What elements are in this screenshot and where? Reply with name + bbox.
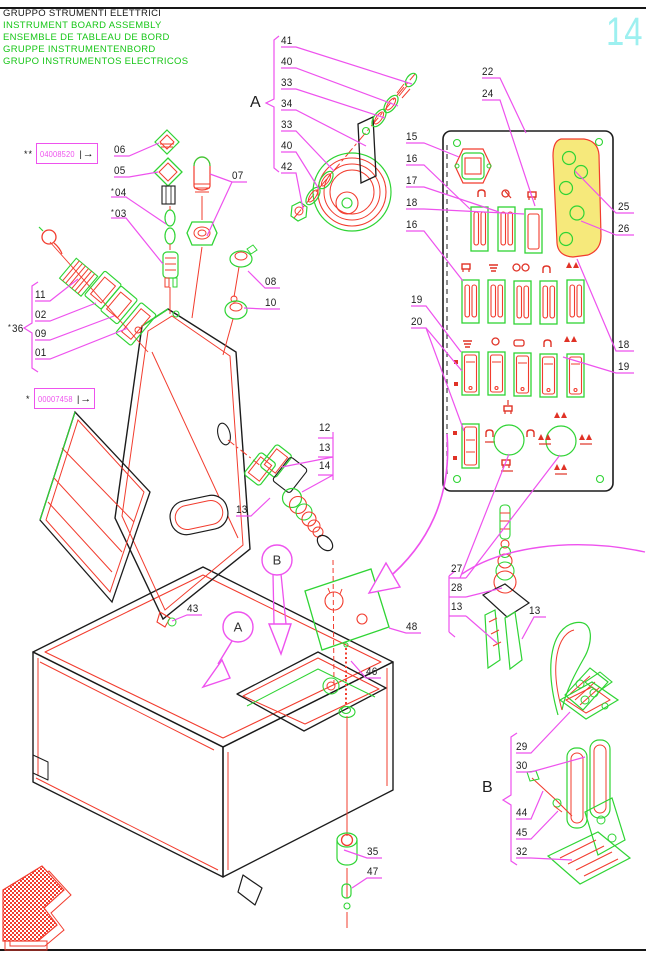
callout-28: 28 xyxy=(451,582,463,594)
callout-20: 20 xyxy=(411,316,423,328)
callout-29: 29 xyxy=(516,741,528,753)
callout-05: 05 xyxy=(114,165,126,177)
callout-leaders xyxy=(22,35,646,889)
title-es: GRUPO INSTRUMENTOS ELECTRICOS xyxy=(3,56,189,67)
callout-47: 47 xyxy=(367,866,379,878)
callout-04: *04 xyxy=(111,187,127,199)
callout-24: 24 xyxy=(482,88,494,100)
callout-19: 19 xyxy=(411,294,423,306)
callout-14: 14 xyxy=(319,460,331,472)
callout-34: 34 xyxy=(281,98,293,110)
callout-15: 15 xyxy=(406,131,418,143)
part-ref-box: 04008520 | → xyxy=(36,143,98,164)
callout-40: 40 xyxy=(281,140,293,152)
page-number: 14 xyxy=(605,10,642,54)
callout-27: 27 xyxy=(451,563,463,575)
detail-balloon-A: A xyxy=(233,619,243,635)
callout-18: 18 xyxy=(618,339,630,351)
console-body xyxy=(32,566,394,906)
callout-16: 16 xyxy=(406,219,418,231)
right-arrow-icon: → xyxy=(80,392,92,405)
callout-30: 30 xyxy=(516,760,528,772)
title-block: GRUPPO STRUMENTI ELETTRICI INSTRUMENT BO… xyxy=(3,8,188,68)
callout-13: 13 xyxy=(451,601,463,613)
callout-07: 07 xyxy=(232,170,244,182)
callout-01: 01 xyxy=(35,347,47,359)
callout-44: 44 xyxy=(516,807,528,819)
callout-33: 33 xyxy=(281,119,293,131)
callout-08: 08 xyxy=(265,276,277,288)
callout-43: 43 xyxy=(187,603,199,615)
callout-03: *03 xyxy=(111,208,127,220)
title-en: INSTRUMENT BOARD ASSEMBLY xyxy=(3,20,162,31)
callout-26: 26 xyxy=(618,223,630,235)
callout-40: 40 xyxy=(281,56,293,68)
callout-42: 42 xyxy=(281,161,293,173)
callout-41: 41 xyxy=(281,35,293,47)
title-de: GRUPPE INSTRUMENTENBORD xyxy=(3,44,156,55)
part-ref-00007458: * 00007458 | → xyxy=(26,388,96,409)
callout-16: 16 xyxy=(406,153,418,165)
callout-13: 13 xyxy=(529,605,541,617)
part-ref-prefix: ** xyxy=(24,148,34,159)
top-rule xyxy=(0,7,646,9)
cover-plate xyxy=(39,410,151,604)
page-nav-arrow[interactable] xyxy=(2,865,72,951)
callout-10: 10 xyxy=(265,297,277,309)
knob-and-bulb-parts xyxy=(153,129,218,319)
bracket-parts-b xyxy=(526,671,632,885)
view-letter-A: A xyxy=(250,94,261,111)
callout-13: 13 xyxy=(319,442,331,454)
console-housing xyxy=(114,308,251,621)
callout-12: 12 xyxy=(319,422,331,434)
detail-balloon-B: B xyxy=(272,552,282,568)
callout-02: 02 xyxy=(35,309,47,321)
callout-48: 48 xyxy=(406,621,418,633)
callout-17: 17 xyxy=(406,175,418,187)
callout-22: 22 xyxy=(482,66,494,78)
callout-13: 13 xyxy=(236,504,248,516)
callout-35: 35 xyxy=(367,846,379,858)
view-letter-B: B xyxy=(482,779,493,796)
title-fr: ENSEMBLE DE TABLEAU DE BORD xyxy=(3,32,170,43)
part-ref-box: 00007458 | → xyxy=(33,388,96,409)
horn-assembly xyxy=(290,72,418,232)
instrument-panel xyxy=(442,130,614,492)
callout-25: 25 xyxy=(618,201,630,213)
part-ref-divider: | xyxy=(76,393,80,404)
part-ref-number: 00007458 xyxy=(37,393,73,404)
callout-11: 11 xyxy=(35,289,46,301)
callout-45: 45 xyxy=(516,827,528,839)
knob-parts xyxy=(222,244,258,356)
callout-36: *36 xyxy=(8,323,24,335)
callout-06: 06 xyxy=(114,144,126,156)
switch-stack-parts xyxy=(38,226,157,353)
callout-32: 32 xyxy=(516,846,528,858)
part-ref-number: 04008520 xyxy=(40,148,75,159)
callout-19: 19 xyxy=(618,361,630,373)
toggle-switch-b xyxy=(481,504,609,716)
mounting-plate-48 xyxy=(156,559,390,928)
part-ref-04008520: ** 04008520 | → xyxy=(24,143,98,164)
title-it: GRUPPO STRUMENTI ELETTRICI xyxy=(3,8,162,19)
part-ref-divider: | xyxy=(79,148,82,159)
callout-09: 09 xyxy=(35,328,47,340)
callout-46: 46 xyxy=(366,666,378,678)
bottom-rule xyxy=(0,949,646,951)
part-ref-prefix: * xyxy=(26,393,31,404)
callout-18: 18 xyxy=(406,197,418,209)
callout-33: 33 xyxy=(281,77,293,89)
right-arrow-icon: → xyxy=(82,147,94,160)
